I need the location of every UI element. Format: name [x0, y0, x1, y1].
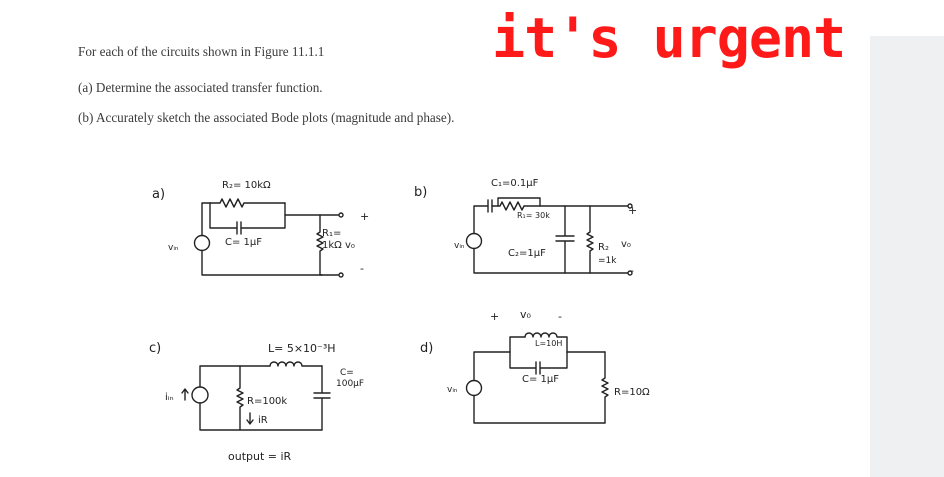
circuit-b: b) C₁=0.1µF R₁= 30k C₂=1µF R₂ =1k v₀ + -… — [414, 178, 637, 277]
circuit-a-label: a) — [152, 187, 165, 202]
circuit-a-c-label: C= 1µF — [225, 237, 262, 248]
circuit-c-label: c) — [149, 341, 161, 356]
circuit-b-c1-label: C₁=0.1µF — [491, 178, 539, 189]
circuit-c-output-label: output = iR — [228, 450, 292, 463]
circuit-a-vo-label: v₀ — [345, 240, 355, 251]
circuit-d-l-label: L=10H — [535, 339, 562, 348]
circuit-c-current-source — [191, 386, 209, 404]
urgent-note: it's urgent — [492, 6, 846, 70]
circuit-c-r-label: R=100k — [247, 396, 287, 407]
circuit-b-vo-label: v₀ — [621, 239, 631, 250]
circuit-c-c-label: C= — [340, 368, 354, 378]
problem-part-b: (b) Accurately sketch the associated Bod… — [78, 110, 455, 125]
circuit-a-r2-label: R₂= 10kΩ — [222, 180, 271, 191]
scroll-side-panel — [870, 36, 944, 477]
circuit-c-c-value: 100µF — [336, 379, 364, 389]
circuit-d: d) + v₀ - L=10H C= 1µF R=10Ω vᵢₙ — [420, 308, 650, 424]
circuit-a-r1-value: 1kΩ — [322, 240, 342, 251]
circuit-b-voltage-source — [465, 232, 483, 250]
circuit-d-plus: + — [490, 310, 499, 323]
circuit-b-plus: + — [628, 204, 637, 217]
circuit-a-vin-label: vᵢₙ — [168, 243, 179, 253]
circuit-a-voltage-source — [193, 234, 211, 252]
circuit-c: c) L= 5×10⁻³H C= 100µF R=100k iR iᵢₙ out… — [149, 341, 364, 463]
circuit-b-label: b) — [414, 185, 427, 200]
problem-part-a: (a) Determine the associated transfer fu… — [78, 80, 323, 95]
circuit-d-vo-label: v₀ — [520, 308, 532, 321]
circuit-d-vin-label: vᵢₙ — [447, 385, 458, 395]
circuit-a-r1-label: R₁= — [322, 228, 341, 239]
circuit-a-minus: - — [360, 262, 364, 275]
circuit-a-plus: + — [360, 210, 369, 223]
circuit-b-minus: - — [630, 264, 634, 277]
circuit-b-vin-label: vᵢₙ — [454, 241, 465, 251]
circuit-b-r2-label: R₂ — [598, 242, 609, 253]
circuit-d-r-label: R=10Ω — [614, 387, 650, 398]
circuit-c-l-label: L= 5×10⁻³H — [268, 342, 336, 355]
circuit-d-label: d) — [420, 341, 433, 356]
circuit-c-ir-label: iR — [258, 415, 268, 426]
circuit-a: a) R₂= 10kΩ C= 1µF R₁= 1kΩ v₀ + - vᵢₙ — [152, 180, 369, 278]
circuit-d-minus: - — [558, 310, 562, 323]
circuit-b-r1-label: R₁= 30k — [517, 211, 550, 220]
problem-intro: For each of the circuits shown in Figure… — [78, 44, 325, 59]
circuit-d-voltage-source — [465, 379, 483, 397]
circuit-b-c2-label: C₂=1µF — [508, 248, 546, 259]
circuit-b-r2-value: =1k — [598, 256, 617, 266]
circuit-c-iin-label: iᵢₙ — [165, 392, 174, 403]
circuit-d-c-label: C= 1µF — [522, 374, 559, 385]
